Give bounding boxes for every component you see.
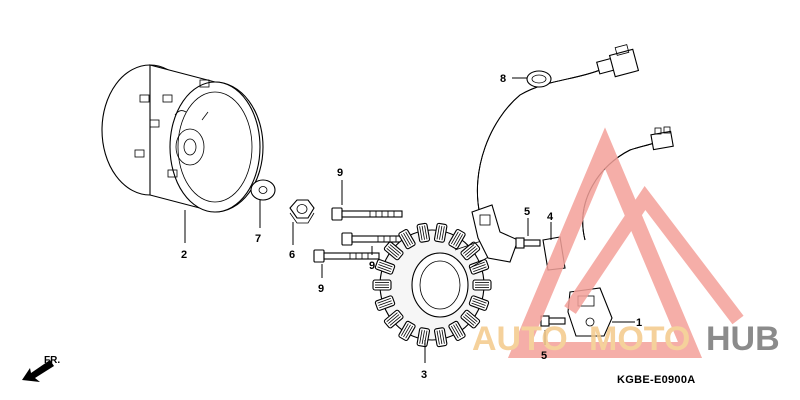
stator-winding-line <box>386 312 398 322</box>
front-direction-arrow: FR. <box>22 355 60 382</box>
stator-winding-line <box>439 225 443 240</box>
stator-winding-line <box>473 266 487 272</box>
nut-part <box>289 199 315 224</box>
callout-3: 3 <box>421 369 427 381</box>
bolt-part-top <box>331 207 403 221</box>
stator-winding-line <box>421 330 425 345</box>
grommet-part <box>471 204 519 263</box>
connector-right-part <box>650 126 674 151</box>
callout-9-bottom: 9 <box>318 283 324 295</box>
front-label: FR. <box>44 355 60 366</box>
watermark-hub-text: HUB <box>706 320 780 358</box>
callout-6: 6 <box>289 249 295 261</box>
stator-winding-line <box>379 302 393 309</box>
stator-winding-line <box>388 314 400 324</box>
stator-winding-line <box>403 324 411 338</box>
stator-winding-line <box>400 323 409 336</box>
stator-winding-line <box>464 314 476 324</box>
clamp-part <box>526 70 552 88</box>
stator-winding-line <box>389 316 401 326</box>
stator-winding-line <box>441 226 445 241</box>
watermark-auto-text: AUTO <box>472 320 568 358</box>
stator-winding-line <box>405 231 414 245</box>
stator-winding-line <box>463 244 475 254</box>
stator-winding-line <box>377 298 391 304</box>
flywheel-part <box>101 64 264 213</box>
stator-winding-line <box>472 300 486 306</box>
stator-winding-line <box>378 264 392 270</box>
stator-winding-line <box>466 312 478 322</box>
stator-winding-line <box>466 248 478 258</box>
stator-winding-line <box>436 330 440 345</box>
stator-winding-line <box>473 298 487 304</box>
small-bolt-part-upper <box>515 237 541 249</box>
stator-winding-line <box>439 330 443 345</box>
stator-winding-line <box>419 329 423 344</box>
stator-winding-line <box>455 323 464 336</box>
watermark-logo: AUTO MOTO HUB <box>472 127 780 358</box>
stator-winding-line <box>379 261 393 268</box>
diagram-code: KGBE-E0900A <box>617 374 696 386</box>
stator-winding-line <box>400 234 409 247</box>
callout-5-lower: 5 <box>541 350 547 362</box>
stator-winding-line <box>436 225 440 240</box>
connector-top-part <box>596 44 640 78</box>
stator-winding-line <box>421 225 425 240</box>
stator-winding-line <box>405 325 414 339</box>
callout-9-middle: 9 <box>369 260 375 272</box>
callout-8: 8 <box>500 73 506 85</box>
small-bolt-part-lower <box>540 315 566 327</box>
watermark-moto-text: MOTO <box>589 320 690 358</box>
stator-winding-line <box>419 226 423 241</box>
stator-winding-line <box>453 324 461 338</box>
stator-winding-line <box>464 246 476 256</box>
stator-winding-line <box>389 244 401 254</box>
callout-1: 1 <box>636 317 642 329</box>
callout-2: 2 <box>181 249 187 261</box>
bolt-part-bottom <box>313 249 380 263</box>
callout-7: 7 <box>255 233 261 245</box>
stator-winding-line <box>472 264 486 270</box>
stator-winding-line <box>424 225 428 240</box>
leader-lines <box>184 77 635 363</box>
callout-labels: 1 2 3 4 5 5 6 7 8 9 9 9 <box>181 73 642 381</box>
stator-winding-line <box>386 248 398 258</box>
washer-part <box>250 179 276 201</box>
stator-winding-line <box>453 232 461 246</box>
stator-winding-line <box>377 266 391 272</box>
stator-winding-line <box>378 300 392 306</box>
stator-winding-line <box>450 325 459 339</box>
stator-winding-line <box>471 302 485 309</box>
callout-4: 4 <box>547 211 554 223</box>
callout-5-upper: 5 <box>524 206 530 218</box>
stator-winding-line <box>455 234 464 247</box>
stator-winding-line <box>463 316 475 326</box>
stator-winding-line <box>450 231 459 245</box>
callout-9-top: 9 <box>337 167 343 179</box>
stator-winding-line <box>441 329 445 344</box>
stator-winding-line <box>388 246 400 256</box>
stator-winding-line <box>403 232 411 246</box>
